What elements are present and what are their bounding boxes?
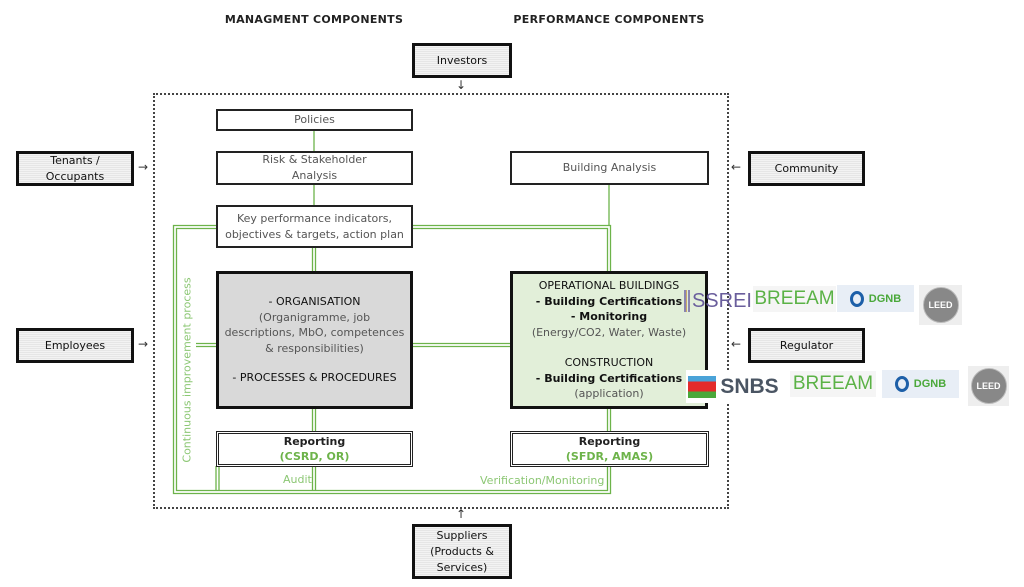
- audit-label: Audit: [283, 473, 312, 486]
- leed-text: LEED: [922, 287, 959, 323]
- operational-certifications: - Building Certifications: [535, 294, 683, 308]
- community-box: Community: [748, 151, 865, 186]
- reporting-detail: (SFDR, AMAS): [565, 450, 654, 463]
- construction-certifications: - Building Certifications: [535, 371, 683, 385]
- reporting-title: Reporting: [578, 435, 641, 448]
- community-label: Community: [774, 161, 839, 175]
- snbs-text: SNBS: [720, 374, 779, 398]
- breeam-logo: BREEAM: [790, 371, 876, 397]
- suppliers-label: Services): [436, 560, 488, 574]
- tenants-label: Occupants: [45, 169, 105, 183]
- connector-loop-org: [196, 342, 216, 348]
- breeam-logo: BREEAM: [753, 286, 836, 312]
- improvement-loop: [172, 224, 612, 495]
- management-header: MANAGMENT COMPONENTS: [224, 13, 404, 26]
- verification-label: Verification/Monitoring: [480, 474, 605, 487]
- investors-box: Investors: [412, 43, 512, 78]
- arrow-down-icon: ↓: [456, 78, 467, 92]
- employees-label: Employees: [44, 338, 106, 352]
- tenants-box: Tenants / Occupants: [16, 151, 134, 186]
- arrow-left-icon: ←: [731, 160, 742, 174]
- operational-title: OPERATIONAL BUILDINGS: [538, 279, 680, 293]
- connector-org-reporting: [311, 408, 317, 431]
- investors-label: Investors: [436, 53, 488, 67]
- reporting-detail: (CSRD, OR): [279, 450, 350, 463]
- organisation-boundary: [153, 93, 729, 509]
- arrow-right-icon: →: [138, 160, 149, 174]
- reporting-title: Reporting: [283, 435, 346, 448]
- kpi-label: Key performance indicators,: [236, 211, 393, 225]
- dgnb-logo: DGNB: [882, 370, 959, 398]
- policies-box: Policies: [216, 109, 413, 131]
- arrow-up-icon: ↑: [456, 507, 467, 521]
- organisation-box: - ORGANISATION (Organigramme, job descri…: [216, 271, 413, 409]
- tenants-label: Tenants /: [50, 153, 100, 167]
- connector-reporting-audit-left: [215, 466, 220, 490]
- performance-header: PERFORMANCE COMPONENTS: [513, 13, 705, 26]
- arrow-right-icon: →: [138, 337, 149, 351]
- construction-detail: (application): [574, 387, 644, 401]
- continuous-improvement-label: Continuous improvement process: [180, 277, 194, 463]
- suppliers-label: (Products &: [430, 544, 494, 558]
- kpi-box: Key performance indicators, objectives & …: [216, 205, 413, 248]
- suppliers-label: Suppliers: [436, 528, 488, 542]
- snbs-logo: SNBS: [686, 370, 781, 403]
- connector-performance-reporting: [606, 408, 612, 431]
- connector-org-performance: [412, 342, 510, 348]
- policies-label: Policies: [294, 113, 335, 126]
- leed-logo: LEED: [968, 366, 1009, 406]
- arrow-left-icon: ←: [731, 337, 742, 351]
- reporting-performance-box: Reporting (SFDR, AMAS): [510, 431, 709, 467]
- processes-title: - PROCESSES & PROCEDURES: [232, 371, 397, 385]
- building-analysis-label: Building Analysis: [562, 161, 657, 174]
- connector-kpi-org: [311, 247, 317, 271]
- snbs-icon: [688, 375, 717, 398]
- risk-label: Analysis: [291, 169, 338, 182]
- risk-label: Risk & Stakeholder: [262, 153, 367, 166]
- organisation-title: - ORGANISATION: [268, 295, 361, 309]
- suppliers-box: Suppliers (Products & Services): [412, 524, 512, 579]
- dgnb-text: DGNB: [868, 292, 902, 305]
- dgnb-icon: [894, 376, 909, 392]
- reporting-management-box: Reporting (CSRD, OR): [216, 431, 413, 467]
- employees-box: Employees: [16, 328, 134, 363]
- dgnb-text: DGNB: [913, 378, 947, 390]
- dgnb-logo: DGNB: [837, 285, 914, 312]
- connector-reporting-audit: [311, 466, 317, 490]
- leed-logo: LEED: [919, 285, 962, 325]
- ssrei-text: SSREI: [691, 289, 752, 312]
- organisation-detail: (Organigramme, job descriptions, MbO, co…: [224, 310, 405, 355]
- kpi-label: objectives & targets, action plan: [225, 227, 404, 241]
- breeam-text: BREEAM: [792, 373, 874, 394]
- regulator-box: Regulator: [748, 328, 865, 363]
- regulator-label: Regulator: [779, 338, 834, 352]
- operational-monitoring: - Monitoring: [570, 310, 648, 324]
- performance-box: OPERATIONAL BUILDINGS - Building Certifi…: [510, 271, 708, 409]
- leed-text: LEED: [970, 368, 1007, 404]
- construction-title: CONSTRUCTION: [564, 356, 654, 370]
- breeam-text: BREEAM: [754, 288, 835, 309]
- dgnb-icon: [849, 290, 864, 307]
- building-analysis-box: Building Analysis: [510, 151, 709, 185]
- ssrei-logo: SSREI: [684, 288, 752, 314]
- monitoring-detail: (Energy/CO2, Water, Waste): [531, 325, 687, 339]
- connector-kpi-performance: [412, 224, 612, 271]
